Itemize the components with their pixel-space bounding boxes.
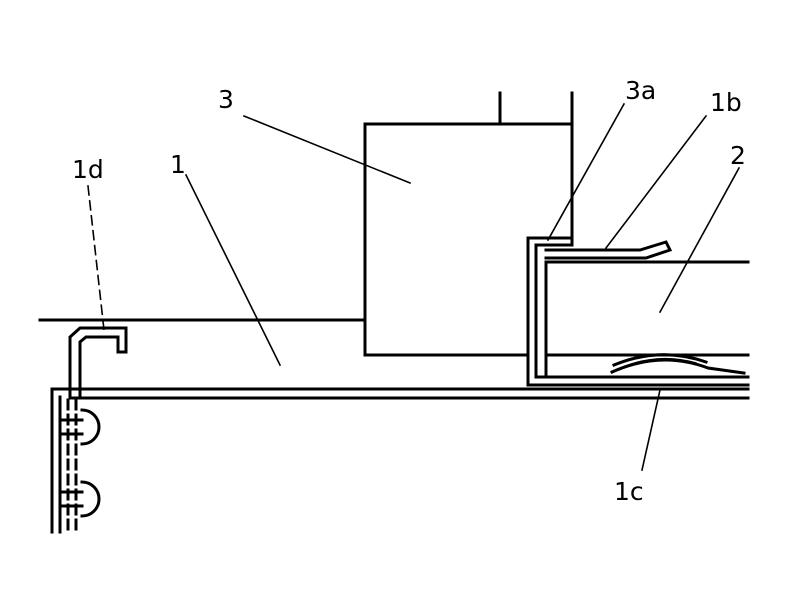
- label-1c: 1c: [614, 477, 644, 506]
- label-3: 3: [218, 85, 234, 114]
- fastener-lower: [58, 398, 101, 532]
- block-3: [363, 91, 574, 357]
- label-2: 2: [730, 141, 746, 170]
- leader-lines: [87, 102, 741, 471]
- tab-3a: [526, 236, 574, 250]
- left-wall: [50, 387, 62, 534]
- base-plate: [50, 387, 750, 400]
- lip-1b: [544, 240, 673, 260]
- label-3a: 3a: [625, 76, 656, 105]
- label-1d: 1d: [72, 155, 104, 184]
- label-1: 1: [170, 150, 186, 179]
- fastener-upper: [58, 398, 101, 532]
- label-1b: 1b: [710, 88, 742, 117]
- hook-1d: [68, 326, 128, 397]
- spring-1c: [610, 353, 746, 375]
